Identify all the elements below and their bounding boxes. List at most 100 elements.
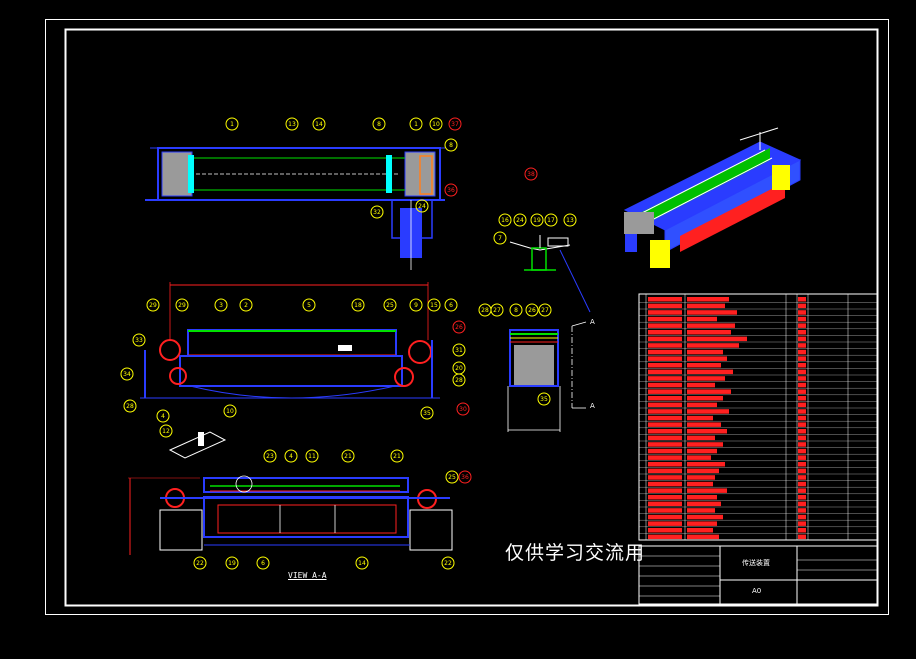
part-balloon xyxy=(452,343,466,357)
parts-row-text-block xyxy=(687,521,717,526)
parts-row-qty-block xyxy=(798,343,806,348)
part-balloon xyxy=(383,298,397,312)
part-balloon-label: 14 xyxy=(315,121,323,128)
part-balloon-label: 28 xyxy=(126,403,134,410)
watermark-text: 仅供学习交流用 xyxy=(505,542,646,564)
drawing-name: 传送装置 xyxy=(742,559,770,567)
parts-row-code-block xyxy=(648,369,682,375)
part-balloon xyxy=(370,205,384,219)
part-balloon-label: 20 xyxy=(455,365,463,372)
part-balloon xyxy=(525,303,539,317)
parts-row-qty-block xyxy=(798,462,806,467)
top-view xyxy=(145,147,445,270)
parts-row-text-block xyxy=(687,448,717,454)
parts-row-code-block xyxy=(648,475,682,480)
parts-row-code-block xyxy=(648,343,682,348)
part-balloon xyxy=(429,117,443,131)
parts-row-code-block xyxy=(648,468,682,474)
parts-row-text-block xyxy=(687,488,727,493)
detail-view xyxy=(168,431,227,459)
part-balloon-label: 32 xyxy=(373,209,381,216)
part-balloon-label: 13 xyxy=(288,121,296,128)
side-view xyxy=(140,282,440,399)
part-balloon-label: 29 xyxy=(178,302,186,309)
parts-row-text-block xyxy=(687,303,725,309)
part-balloon-label: 19 xyxy=(228,560,236,567)
parts-row-code-block xyxy=(648,495,682,500)
parts-row-qty-block xyxy=(798,488,806,493)
part-balloon xyxy=(355,556,369,570)
part-balloon xyxy=(214,298,228,312)
part-balloon xyxy=(458,470,472,484)
parts-row-code-block xyxy=(648,389,682,394)
parts-row-qty-block xyxy=(798,508,806,513)
part-balloon-label: 2 xyxy=(244,302,248,309)
parts-row-text-block xyxy=(687,415,713,421)
parts-row-text-block xyxy=(687,310,737,315)
parts-row-code-block xyxy=(648,422,682,427)
part-balloon-label: 28 xyxy=(455,377,463,384)
part-balloon-label: 26 xyxy=(528,307,536,314)
part-balloon-label: 25 xyxy=(448,474,456,481)
part-balloon xyxy=(263,449,277,463)
part-balloon xyxy=(159,424,173,438)
parts-row-qty-block xyxy=(798,323,806,328)
isometric-view xyxy=(623,127,802,268)
parts-row-code-block xyxy=(648,363,682,368)
parts-row-text-block xyxy=(687,369,733,375)
part-balloon xyxy=(530,213,544,227)
parts-row-code-block xyxy=(648,508,682,513)
part-balloon xyxy=(305,449,319,463)
parts-row-code-block xyxy=(648,402,682,408)
parts-row-text-block xyxy=(687,382,715,388)
parts-row-text-block xyxy=(687,376,725,381)
part-balloon-label: 31 xyxy=(455,347,463,354)
part-balloon-label: 8 xyxy=(514,307,518,314)
parts-row-qty-block xyxy=(798,409,806,414)
part-balloon-label: 35 xyxy=(540,396,548,403)
parts-row-qty-block xyxy=(798,448,806,454)
part-balloon-label: 1 xyxy=(414,121,418,128)
part-balloon xyxy=(493,231,507,245)
part-balloon xyxy=(452,320,466,334)
parts-row-text-block xyxy=(687,455,711,460)
material-code: A0 xyxy=(752,587,762,595)
inner-frame xyxy=(64,28,879,607)
part-balloon xyxy=(351,298,365,312)
part-balloon xyxy=(498,213,512,227)
parts-row-text-block xyxy=(687,508,715,513)
parts-row-qty-block xyxy=(798,336,806,342)
part-balloon-label: 22 xyxy=(444,560,452,567)
part-balloon xyxy=(223,404,237,418)
parts-row-text-block xyxy=(687,330,731,335)
part-balloon xyxy=(409,298,423,312)
parts-row-text-block xyxy=(687,435,715,441)
part-balloon-label: 4 xyxy=(289,453,293,460)
part-balloon xyxy=(490,303,504,317)
part-balloon-label: 3 xyxy=(219,302,223,309)
parts-row-code-block xyxy=(648,481,682,487)
part-balloon xyxy=(538,303,552,317)
parts-row-code-block xyxy=(648,429,682,434)
part-balloon-label: 6 xyxy=(449,302,453,309)
part-balloon-label: 24 xyxy=(418,203,426,210)
part-balloon-label: 5 xyxy=(307,302,311,309)
part-balloon-label: 18 xyxy=(354,302,362,309)
parts-row-qty-block xyxy=(798,297,806,302)
part-balloon-label: 1 xyxy=(230,121,234,128)
parts-row-qty-block xyxy=(798,369,806,375)
end-view xyxy=(507,321,587,432)
parts-row-code-block xyxy=(648,415,682,421)
parts-row-text-block xyxy=(687,534,719,540)
part-balloon xyxy=(390,449,404,463)
part-balloon-label: 11 xyxy=(308,453,316,460)
parts-row-qty-block xyxy=(798,429,806,434)
part-balloon xyxy=(123,399,137,413)
parts-row-qty-block xyxy=(798,435,806,441)
parts-row-text-block xyxy=(687,297,729,302)
part-balloon xyxy=(156,409,170,423)
parts-row-code-block xyxy=(648,514,682,520)
part-balloon xyxy=(452,373,466,387)
parts-row-qty-block xyxy=(798,534,806,540)
